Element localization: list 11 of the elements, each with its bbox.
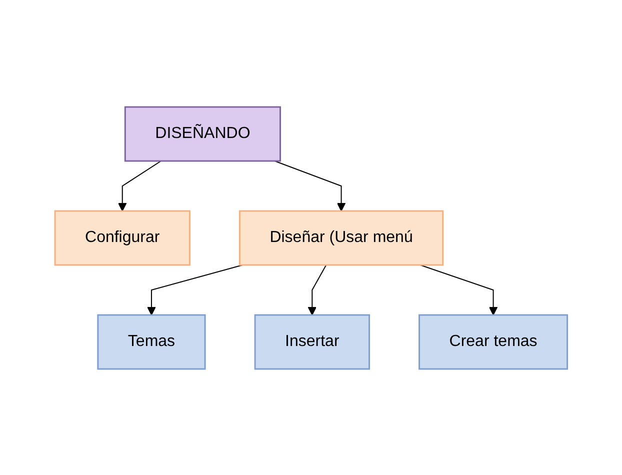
arrow [420,264,498,315]
node-box: Diseñar (Usar menú [238,210,444,266]
node-box: Crear temas [418,314,568,370]
node-box: Temas [97,314,206,370]
arrow [146,264,244,315]
node-box: DISEÑANDO [124,106,281,162]
node-box: Configurar [54,210,190,266]
node-box: Insertar [254,314,370,370]
arrow [274,160,346,211]
arrow [308,264,326,315]
arrow [118,160,162,211]
